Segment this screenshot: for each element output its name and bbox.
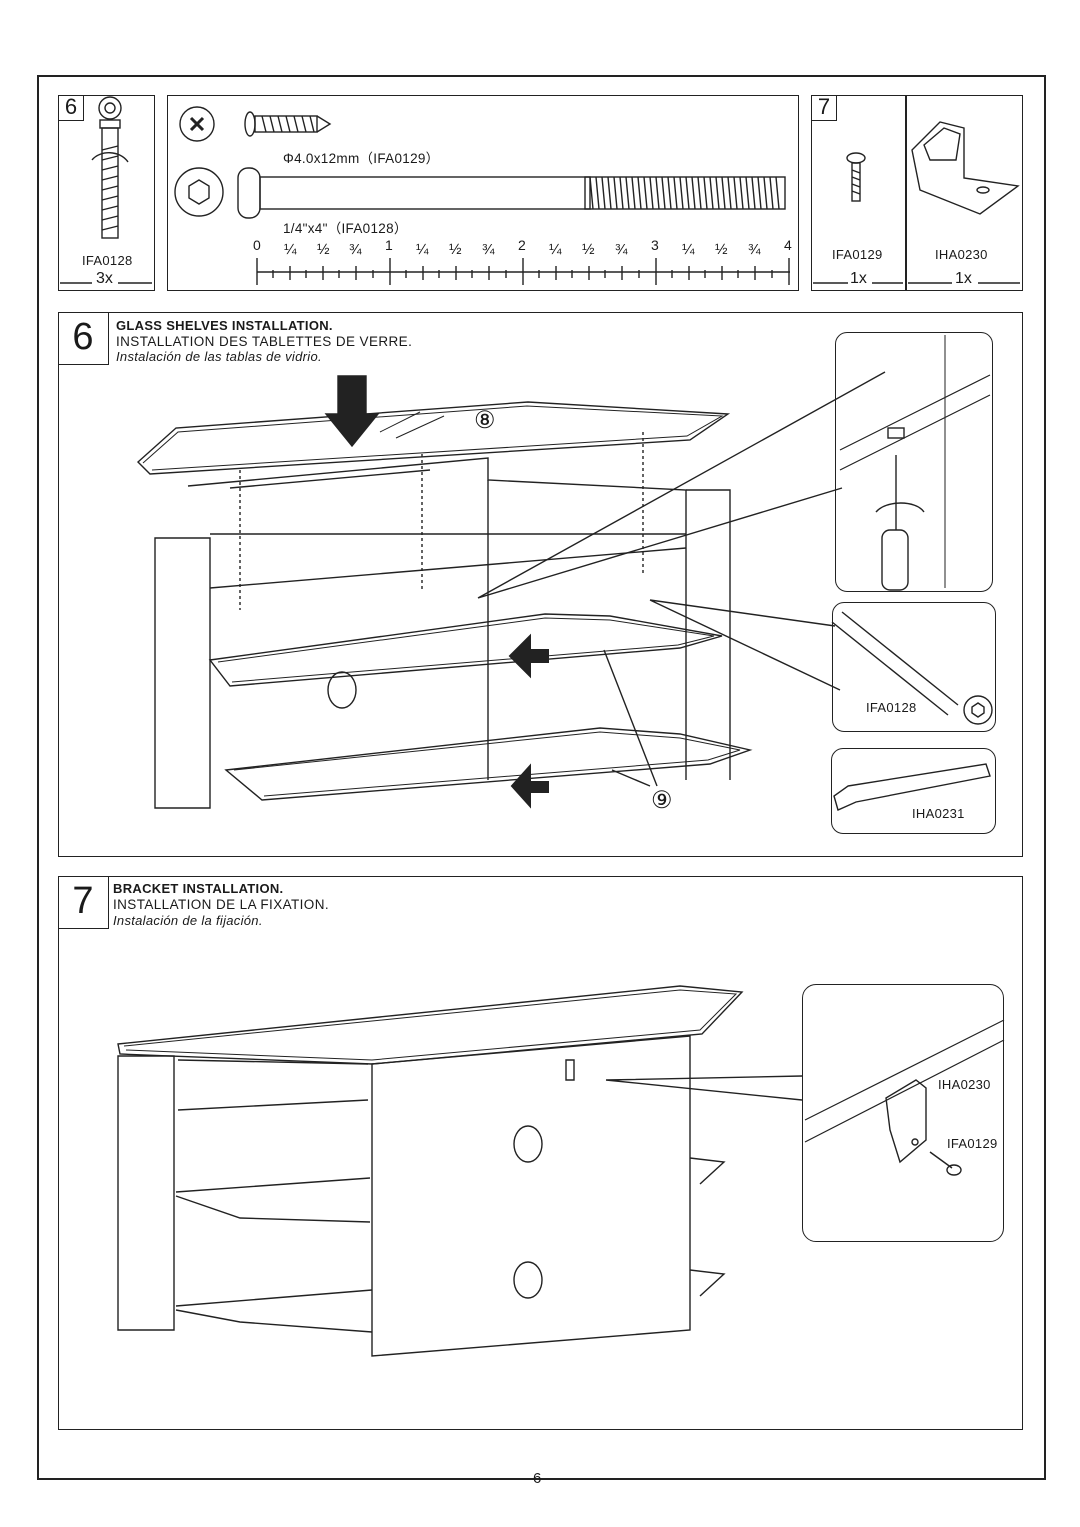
ruler-frac-3-q: ¼ (549, 241, 562, 258)
callout-number-8: ⑧ (474, 407, 496, 434)
step6-title-es: Instalación de las tablas de vidrio. (116, 349, 322, 364)
step7-part-screw-code: IFA0129 (832, 247, 883, 262)
ruler-frac-1-3q: ¾ (349, 241, 362, 258)
parts-step6-number: 6 (58, 95, 84, 121)
callout-number-9: ⑨ (651, 787, 673, 814)
parts-box-ruler (167, 95, 799, 291)
footer-rule-right (550, 1479, 590, 1480)
step6-number: 6 (58, 312, 109, 365)
ruler-frac-4-h: ½ (715, 241, 728, 258)
screw-small-label: Φ4.0x12mm（IFA0129） (283, 151, 440, 166)
step7-title-fr: INSTALLATION DE LA FIXATION. (113, 897, 329, 912)
page-frame (37, 75, 1046, 1480)
step6-panel (58, 312, 1023, 857)
parts-box-bolt (58, 95, 155, 291)
step7-panel (58, 876, 1023, 1430)
ruler-frac-3-3q: ¾ (615, 241, 628, 258)
ruler-frac-4-q: ¼ (682, 241, 695, 258)
ruler-frac-3-h: ½ (582, 241, 595, 258)
step6-title-fr: INSTALLATION DES TABLETTES DE VERRE. (116, 334, 413, 349)
ruler-frac-2-h: ½ (449, 241, 462, 258)
detail-callout-hexkey (831, 748, 996, 834)
step7-part-bracket-code: IHA0230 (935, 247, 988, 262)
page-number: 6 (533, 1470, 542, 1487)
detail-callout-bracket (802, 984, 1004, 1242)
step7-title-en: BRACKET INSTALLATION. (113, 881, 284, 896)
ruler-frac-2-3q: ¾ (482, 241, 495, 258)
step6-title-en: GLASS SHELVES INSTALLATION. (116, 318, 333, 333)
bolt-long-label: 1/4"x4"（IFA0128） (283, 221, 408, 236)
bolt-left-code: IFA0128 (82, 253, 133, 268)
detail-bolt-code: IFA0128 (866, 700, 917, 715)
detail-screw-code: IFA0129 (947, 1136, 998, 1151)
step7-part-screw-qty: 1x (850, 270, 867, 287)
ruler-number-3: 3 (651, 237, 659, 253)
ruler-number-1: 1 (385, 237, 393, 253)
step7-part-bracket-qty: 1x (955, 270, 972, 287)
step7-title-es: Instalación de la fijación. (113, 913, 263, 928)
ruler-frac-2-q: ¼ (416, 241, 429, 258)
parts-box-step7-divider (905, 95, 907, 291)
detail-hexkey-code: IHA0231 (912, 806, 965, 821)
ruler-frac-1-h: ½ (317, 241, 330, 258)
detail-callout-screwdriver (835, 332, 993, 592)
parts-box-step7 (811, 95, 1023, 291)
bolt-left-qty: 3x (96, 270, 113, 287)
detail-bracket-code: IHA0230 (938, 1077, 991, 1092)
ruler-number-2: 2 (518, 237, 526, 253)
step7-number: 7 (58, 876, 109, 929)
parts-step7-number: 7 (811, 95, 837, 121)
ruler-frac-1-q: ¼ (284, 241, 297, 258)
ruler-number-0: 0 (253, 237, 261, 253)
footer-rule-left (498, 1479, 528, 1480)
ruler-number-4: 4 (784, 237, 792, 253)
ruler-frac-4-3q: ¾ (748, 241, 761, 258)
